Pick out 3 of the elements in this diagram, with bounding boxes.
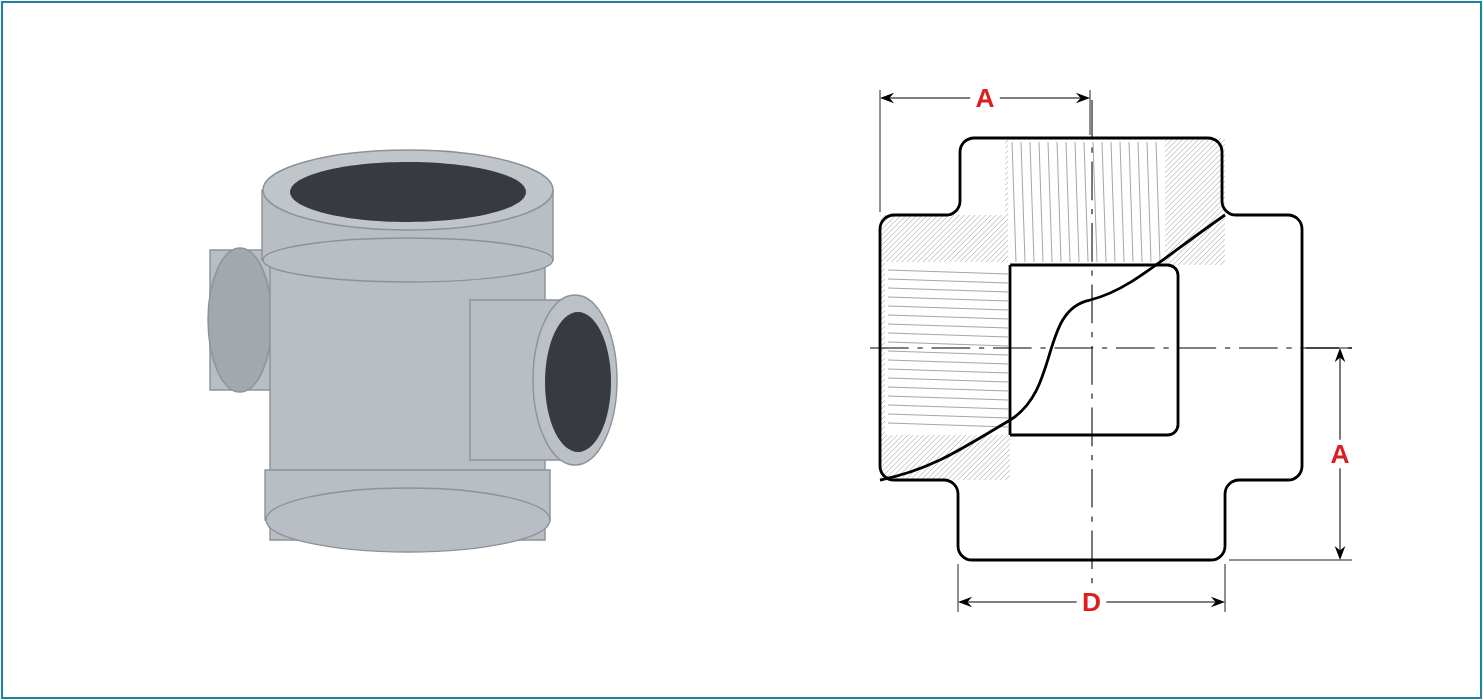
dimension-label: D bbox=[1076, 587, 1107, 617]
dimension-label: A bbox=[1325, 439, 1355, 469]
dimension-label: A bbox=[970, 83, 1000, 113]
